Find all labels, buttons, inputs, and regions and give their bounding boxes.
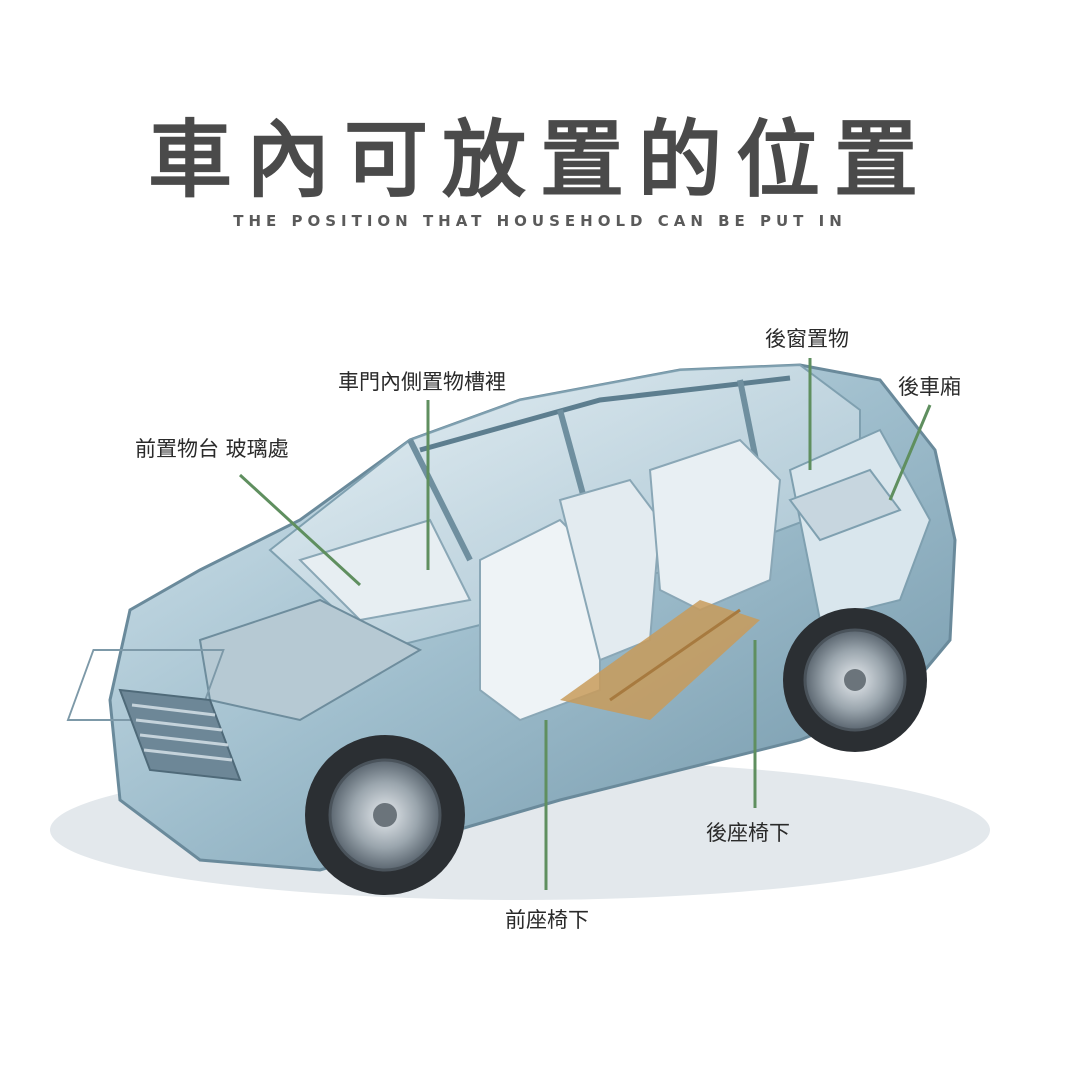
wood-floor-2 — [609, 608, 741, 702]
callout-door-pocket: 車門內側置物槽裡 — [338, 370, 506, 394]
rear-seat — [648, 438, 782, 612]
rear-shelf — [788, 468, 902, 542]
leader-trunk — [888, 404, 932, 501]
page-subtitle: THE POSITION THAT HOUSEHOLD CAN BE PUT I… — [233, 212, 847, 230]
callout-front-seat-under: 前座椅下 — [505, 908, 589, 932]
page-title: 車內可放置的位置 — [147, 111, 932, 209]
callout-rear-window: 後窗置物 — [765, 327, 849, 351]
callout-front-dash: 前置物台 玻璃處 — [135, 437, 289, 461]
front-seat-2 — [558, 478, 662, 662]
a-pillar — [407, 438, 473, 562]
leader-front-dash — [238, 473, 362, 587]
callout-trunk: 後車廂 — [898, 375, 961, 399]
roof-rail — [419, 375, 791, 453]
callout-rear-seat-under: 後座椅下 — [706, 821, 790, 845]
